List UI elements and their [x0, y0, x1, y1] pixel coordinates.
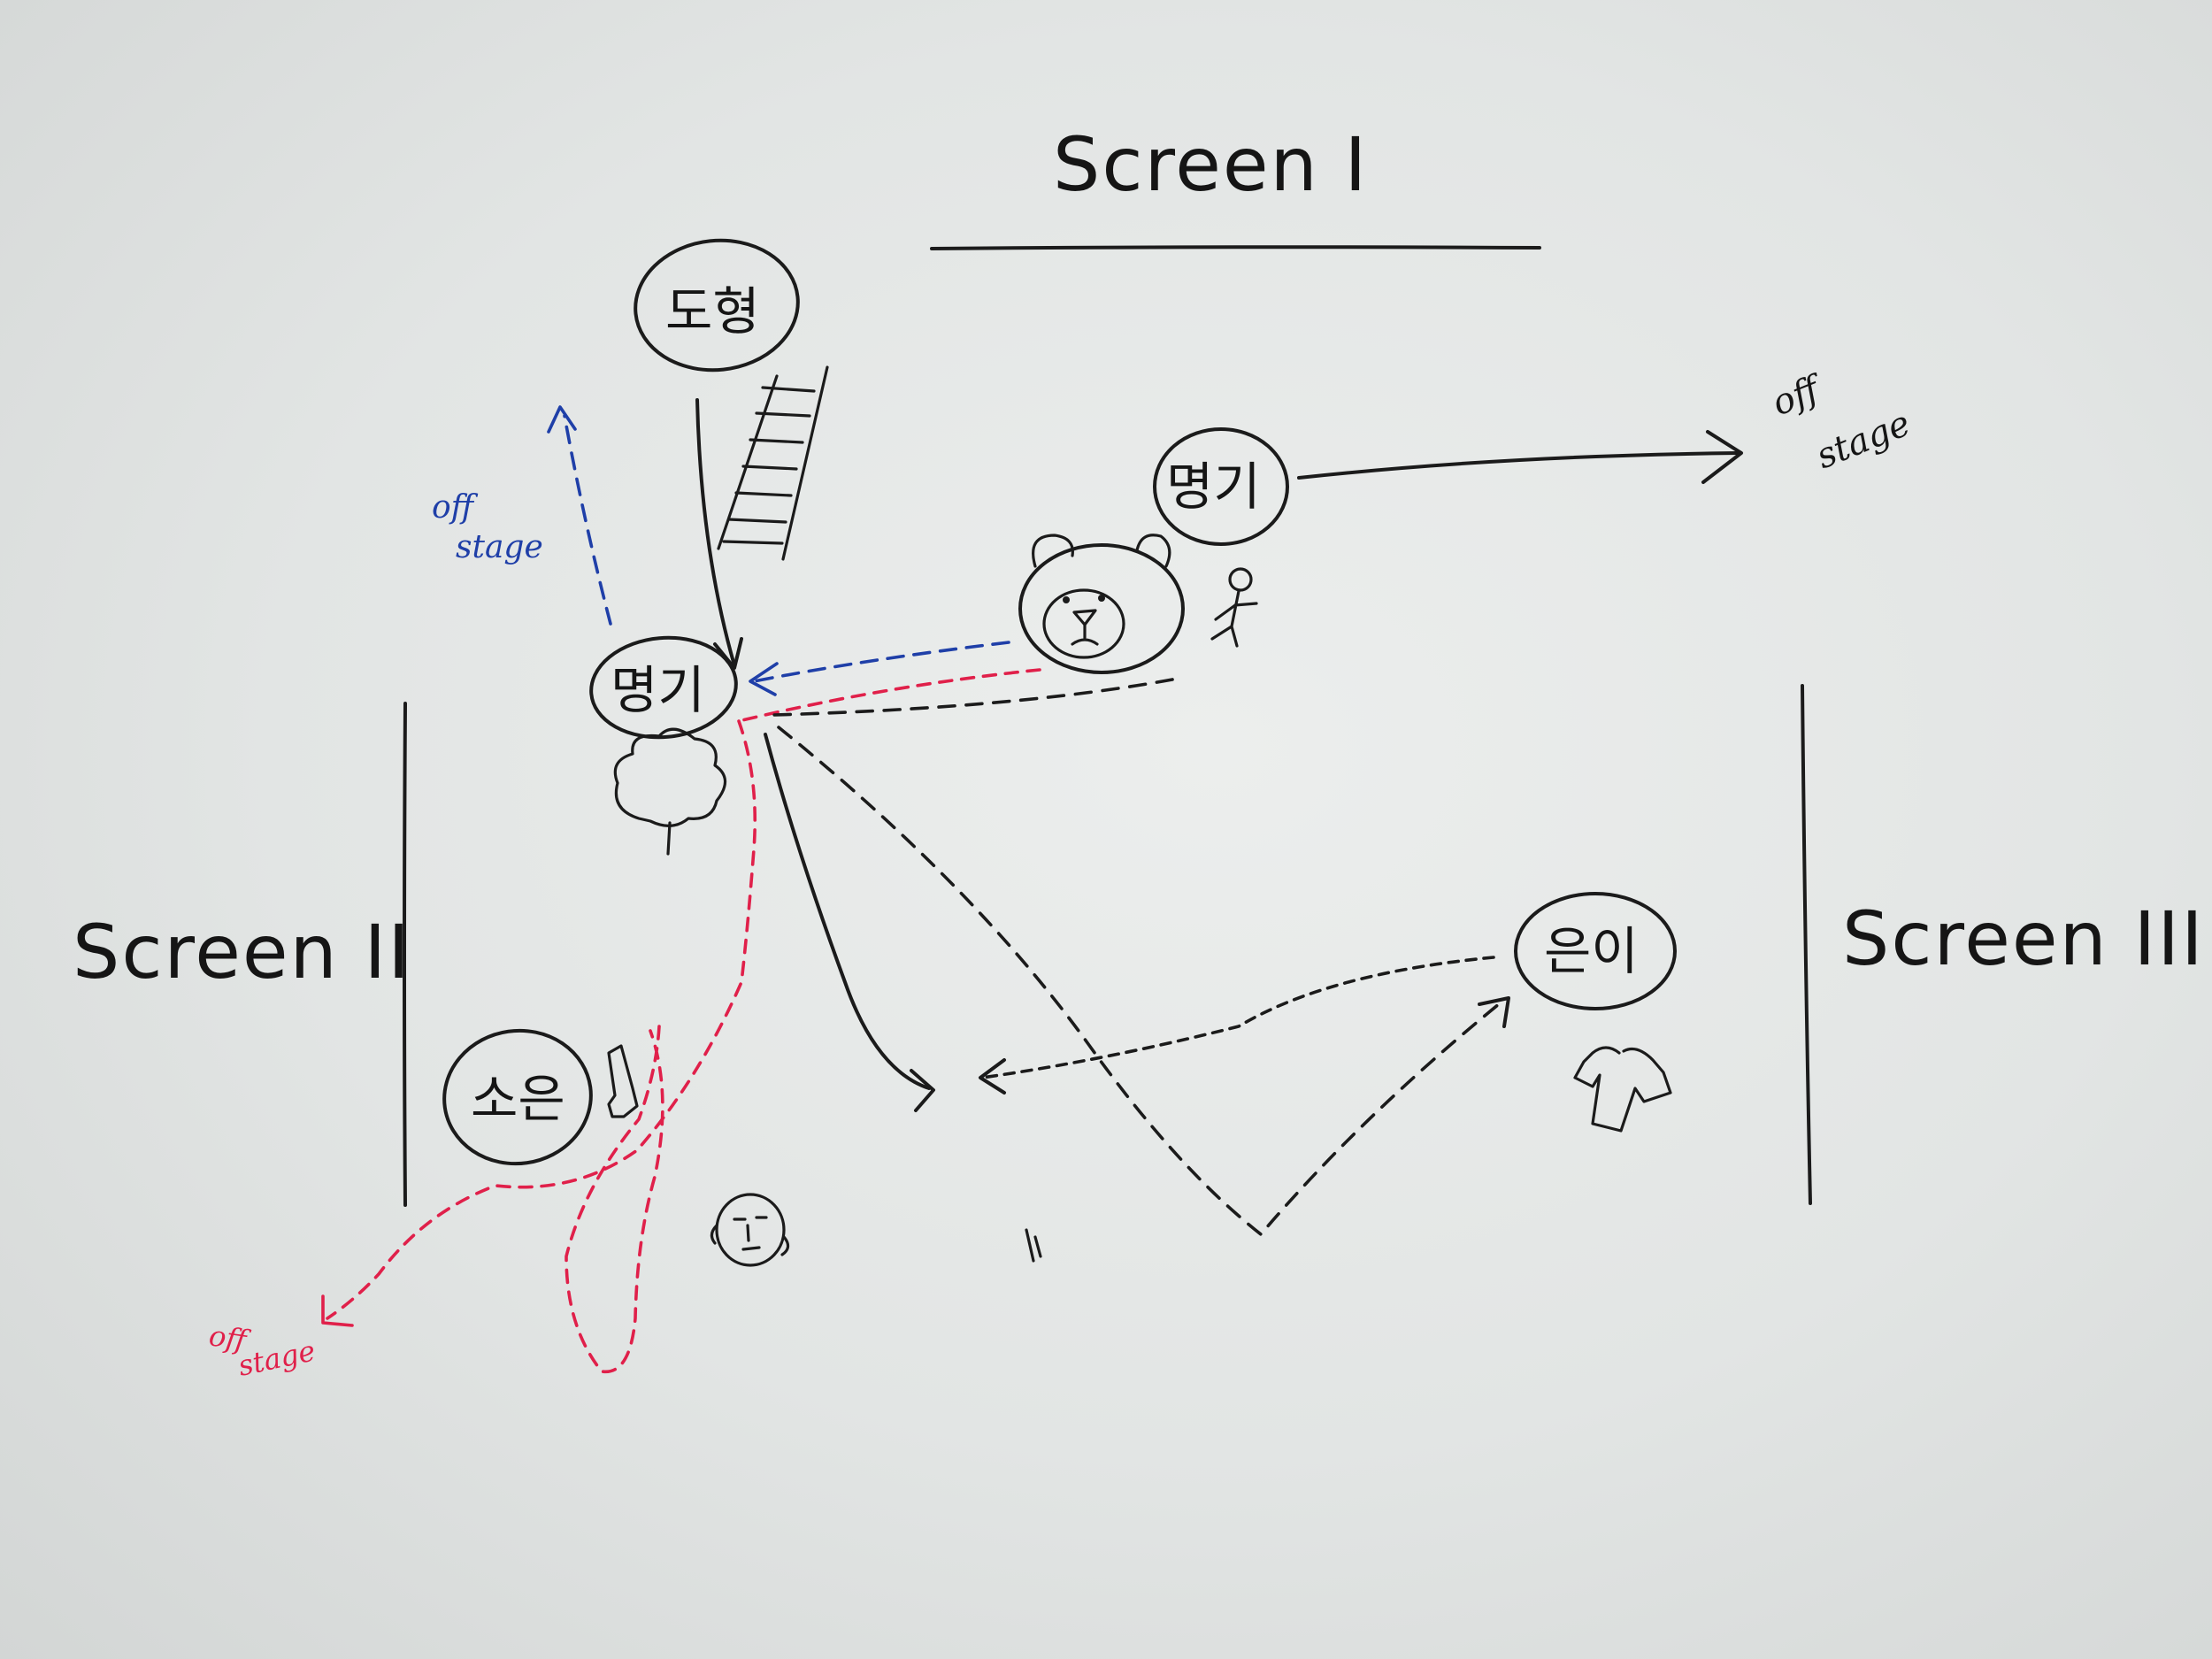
screen-3-label: Screen III	[1842, 895, 2205, 982]
offstage-black-line2: stage	[1811, 403, 1916, 478]
euni-label: 은이	[1544, 921, 1639, 981]
stick-figure-icon	[1210, 567, 1258, 648]
shirt-icon	[1573, 1046, 1672, 1133]
path-bear-to-myeonggi-black	[772, 678, 1174, 717]
tree-icon	[613, 727, 727, 856]
face-icon	[710, 1193, 790, 1267]
path-red	[321, 668, 1041, 1374]
offstage-black-line1: off	[1767, 366, 1831, 424]
myeonggi-right-label: 명기	[1166, 457, 1261, 517]
bear-icon	[1018, 534, 1185, 674]
scribble-mark	[1025, 1228, 1042, 1263]
myeonggi-center-label: 명기	[611, 660, 705, 720]
offstage-black: off stage	[1767, 366, 1916, 477]
path-euni-to-center-dotted	[979, 956, 1495, 1094]
arrowhead-euni	[1478, 996, 1510, 1028]
soeun-circle	[442, 1028, 593, 1166]
dohyeong-circle	[634, 238, 800, 373]
path-dohyeong-to-myeonggi	[695, 398, 743, 670]
euni-node: 은이	[1514, 892, 1677, 1010]
soeun-node: 소은	[442, 1028, 593, 1166]
path-bear-to-myeonggi-blue	[749, 641, 1010, 696]
myeonggi-center-node: 명기	[589, 635, 738, 740]
screen-2-line	[403, 702, 407, 1207]
path-myeonggi-offstage-blue	[547, 405, 612, 626]
path-myeonggi-to-center	[764, 733, 935, 1112]
offstage-blue-line2: stage	[456, 529, 543, 565]
myeonggi-right-circle	[1153, 427, 1289, 546]
ladder-icon	[717, 365, 829, 561]
screen-2-label: Screen II	[73, 909, 411, 995]
screen-1-label: Screen I	[1053, 121, 1368, 208]
path-myeonggi-v-to-euni	[777, 726, 1506, 1237]
offstage-blue-line1: off	[432, 489, 479, 526]
screen-1-line	[930, 245, 1541, 250]
offstage-red: off stage	[207, 1318, 319, 1383]
euni-circle	[1514, 892, 1677, 1010]
boot-icon	[607, 1044, 639, 1118]
myeonggi-right-node: 명기	[1153, 427, 1289, 546]
myeonggi-center-circle	[589, 635, 738, 740]
soeun-label: 소은	[471, 1069, 565, 1129]
screen-3-line	[1801, 684, 1812, 1205]
dohyeong-node: 도형	[634, 238, 800, 373]
path-myeonggi-offstage-black	[1297, 430, 1743, 484]
offstage-blue: off stage	[432, 489, 543, 565]
offstage-red-line2: stage	[235, 1333, 319, 1382]
dohyeong-label: 도형	[665, 281, 760, 342]
